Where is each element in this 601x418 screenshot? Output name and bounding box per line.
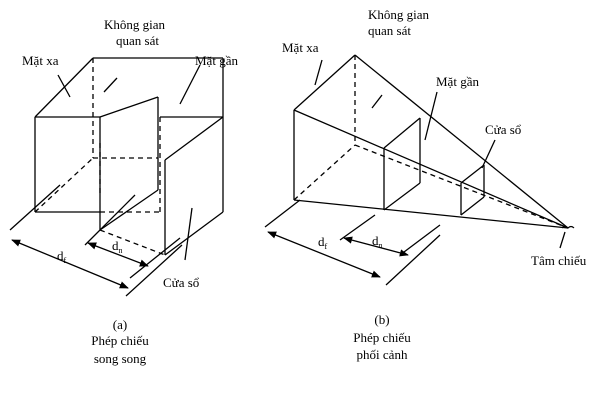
label-view-volume-b-line2: quan sát (368, 23, 411, 38)
caption-letter-b: (b) (374, 312, 390, 327)
perspective-dimension-arrows (267, 231, 409, 278)
label-df-b: df (318, 234, 328, 251)
caption-b-line2: phối cảnh (356, 347, 408, 362)
label-df-a: df (57, 248, 67, 265)
parallel-dimension-arrows (11, 239, 149, 289)
label-near-plane-a: Mặt gần (195, 53, 238, 68)
label-near-plane-b: Mặt gần (436, 74, 479, 89)
label-dn-b: dn (372, 233, 383, 250)
parallel-view-volume (9, 57, 224, 297)
label-view-volume-a-line2: quan sát (116, 33, 159, 48)
caption-letter-a: (a) (112, 317, 128, 332)
label-dn-a: dn (112, 238, 123, 255)
label-view-volume-a-line1: Không gian (104, 17, 166, 32)
caption-a-line1: Phép chiếu (91, 333, 149, 348)
label-view-volume-b-line1: Không gian (368, 7, 430, 22)
caption-b-line1: Phép chiếu (353, 330, 411, 345)
label-far-plane-b: Mặt xa (282, 40, 319, 55)
label-window-b: Cửa sổ (485, 122, 522, 137)
perspective-view-volume (264, 54, 575, 286)
label-window-a: Cửa sổ (163, 275, 200, 290)
caption-a-line2: song song (93, 351, 147, 366)
label-far-plane-a: Mặt xa (22, 53, 59, 68)
label-center-of-projection: Tâm chiếu (531, 253, 587, 268)
